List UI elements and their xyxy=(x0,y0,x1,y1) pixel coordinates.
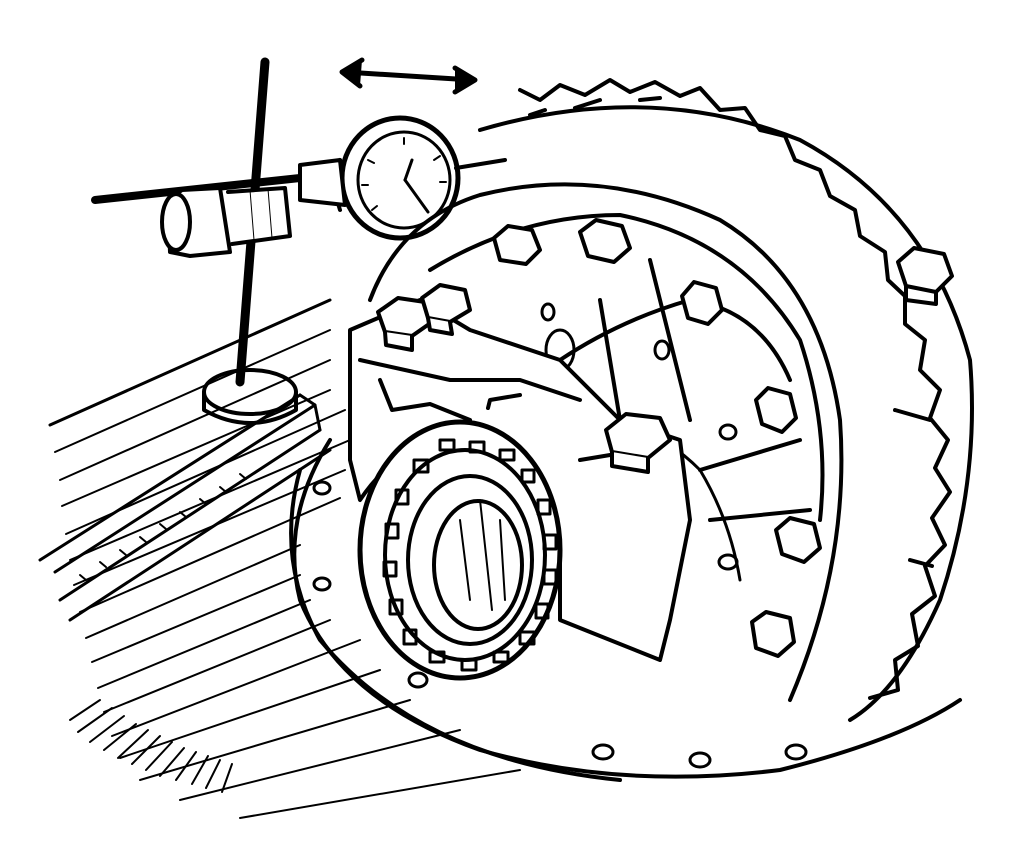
ring-gear-bolts xyxy=(494,220,952,656)
double-headed-arrow xyxy=(342,60,475,92)
ring-gear-bolt-6 xyxy=(752,612,794,656)
ring-gear-bolt-2 xyxy=(580,220,630,262)
ring-gear-bolt-1 xyxy=(494,226,540,264)
ring-gear-bolt-4 xyxy=(756,388,796,432)
magnetic-base-stand xyxy=(95,62,300,423)
bearing-cap-bolt-2 xyxy=(422,285,470,334)
bearing-cap-bolt-1 xyxy=(378,298,432,350)
ring-gear-bolt-5 xyxy=(776,518,820,562)
dial-indicator xyxy=(300,118,505,238)
workbench xyxy=(50,300,520,818)
carrier-housing-flange xyxy=(291,440,960,780)
bearing-cap-bolts xyxy=(378,285,670,472)
bearing-cap-bolt-3 xyxy=(606,414,670,472)
guide-rail xyxy=(40,395,330,620)
ring-gear xyxy=(480,80,972,720)
ring-gear-bolt-3 xyxy=(682,282,722,324)
carrier-bearing xyxy=(360,422,560,678)
